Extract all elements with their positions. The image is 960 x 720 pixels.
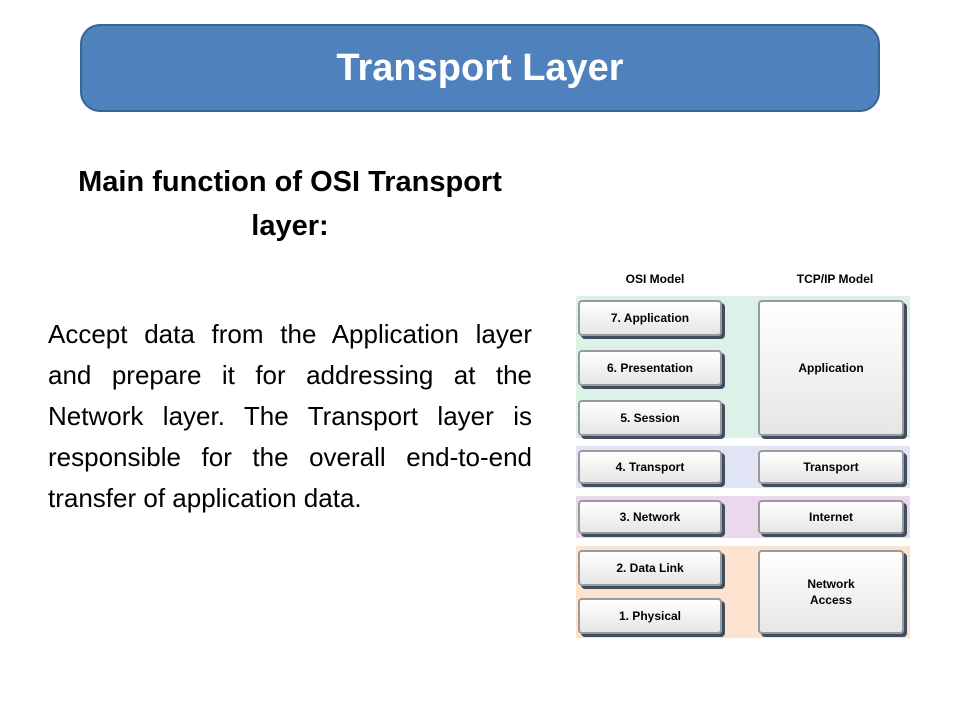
osi-layer-data-link: 2. Data Link: [578, 550, 722, 586]
body-paragraph: Accept data from the Application layer a…: [48, 319, 532, 513]
tcpip-layer-transport: Transport: [758, 450, 904, 484]
osi-layer-network: 3. Network: [578, 500, 722, 534]
osi-layer-session: 5. Session: [578, 400, 722, 436]
osi-layer-presentation: 6. Presentation: [578, 350, 722, 386]
title-banner: Transport Layer: [80, 24, 880, 112]
osi-model-heading: OSI Model: [625, 272, 685, 286]
osi-layer-physical: 1. Physical: [578, 598, 722, 634]
osi-tcpip-diagram: OSI Model TCP/IP Model 7. Application 6.…: [560, 268, 920, 648]
tcpip-model-heading: TCP/IP Model: [796, 272, 874, 286]
osi-layer-transport: 4. Transport: [578, 450, 722, 484]
osi-layer-application: 7. Application: [578, 300, 722, 336]
slide-title: Transport Layer: [336, 46, 624, 89]
tcpip-layer-application: Application: [758, 300, 904, 436]
tcpip-layer-internet: Internet: [758, 500, 904, 534]
slide-subtitle: Main function of OSI Transport layer:: [78, 166, 502, 242]
tcpip-layer-network-access: Network Access: [758, 550, 904, 634]
